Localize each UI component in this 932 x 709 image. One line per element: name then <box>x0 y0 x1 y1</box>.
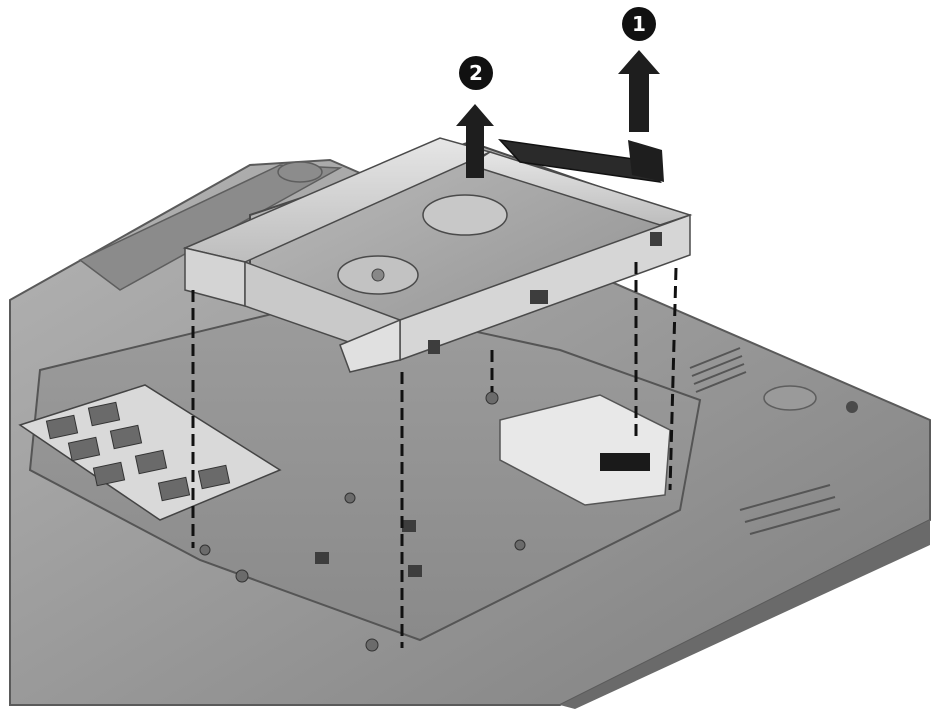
hard-drive-assembly <box>182 137 693 373</box>
drive-cable-connector <box>498 138 662 184</box>
drive-connector <box>600 453 650 471</box>
callout-number: 1 <box>632 12 646 36</box>
callout-step-1: 1 <box>622 7 656 41</box>
callout-step-2: 2 <box>459 56 493 90</box>
arrow-up-icon <box>618 50 660 132</box>
arrow-up-icon <box>456 104 494 178</box>
callout-number: 2 <box>469 61 483 85</box>
memory-module <box>18 384 282 521</box>
service-bay <box>18 298 702 652</box>
alignment-guides <box>191 262 678 648</box>
